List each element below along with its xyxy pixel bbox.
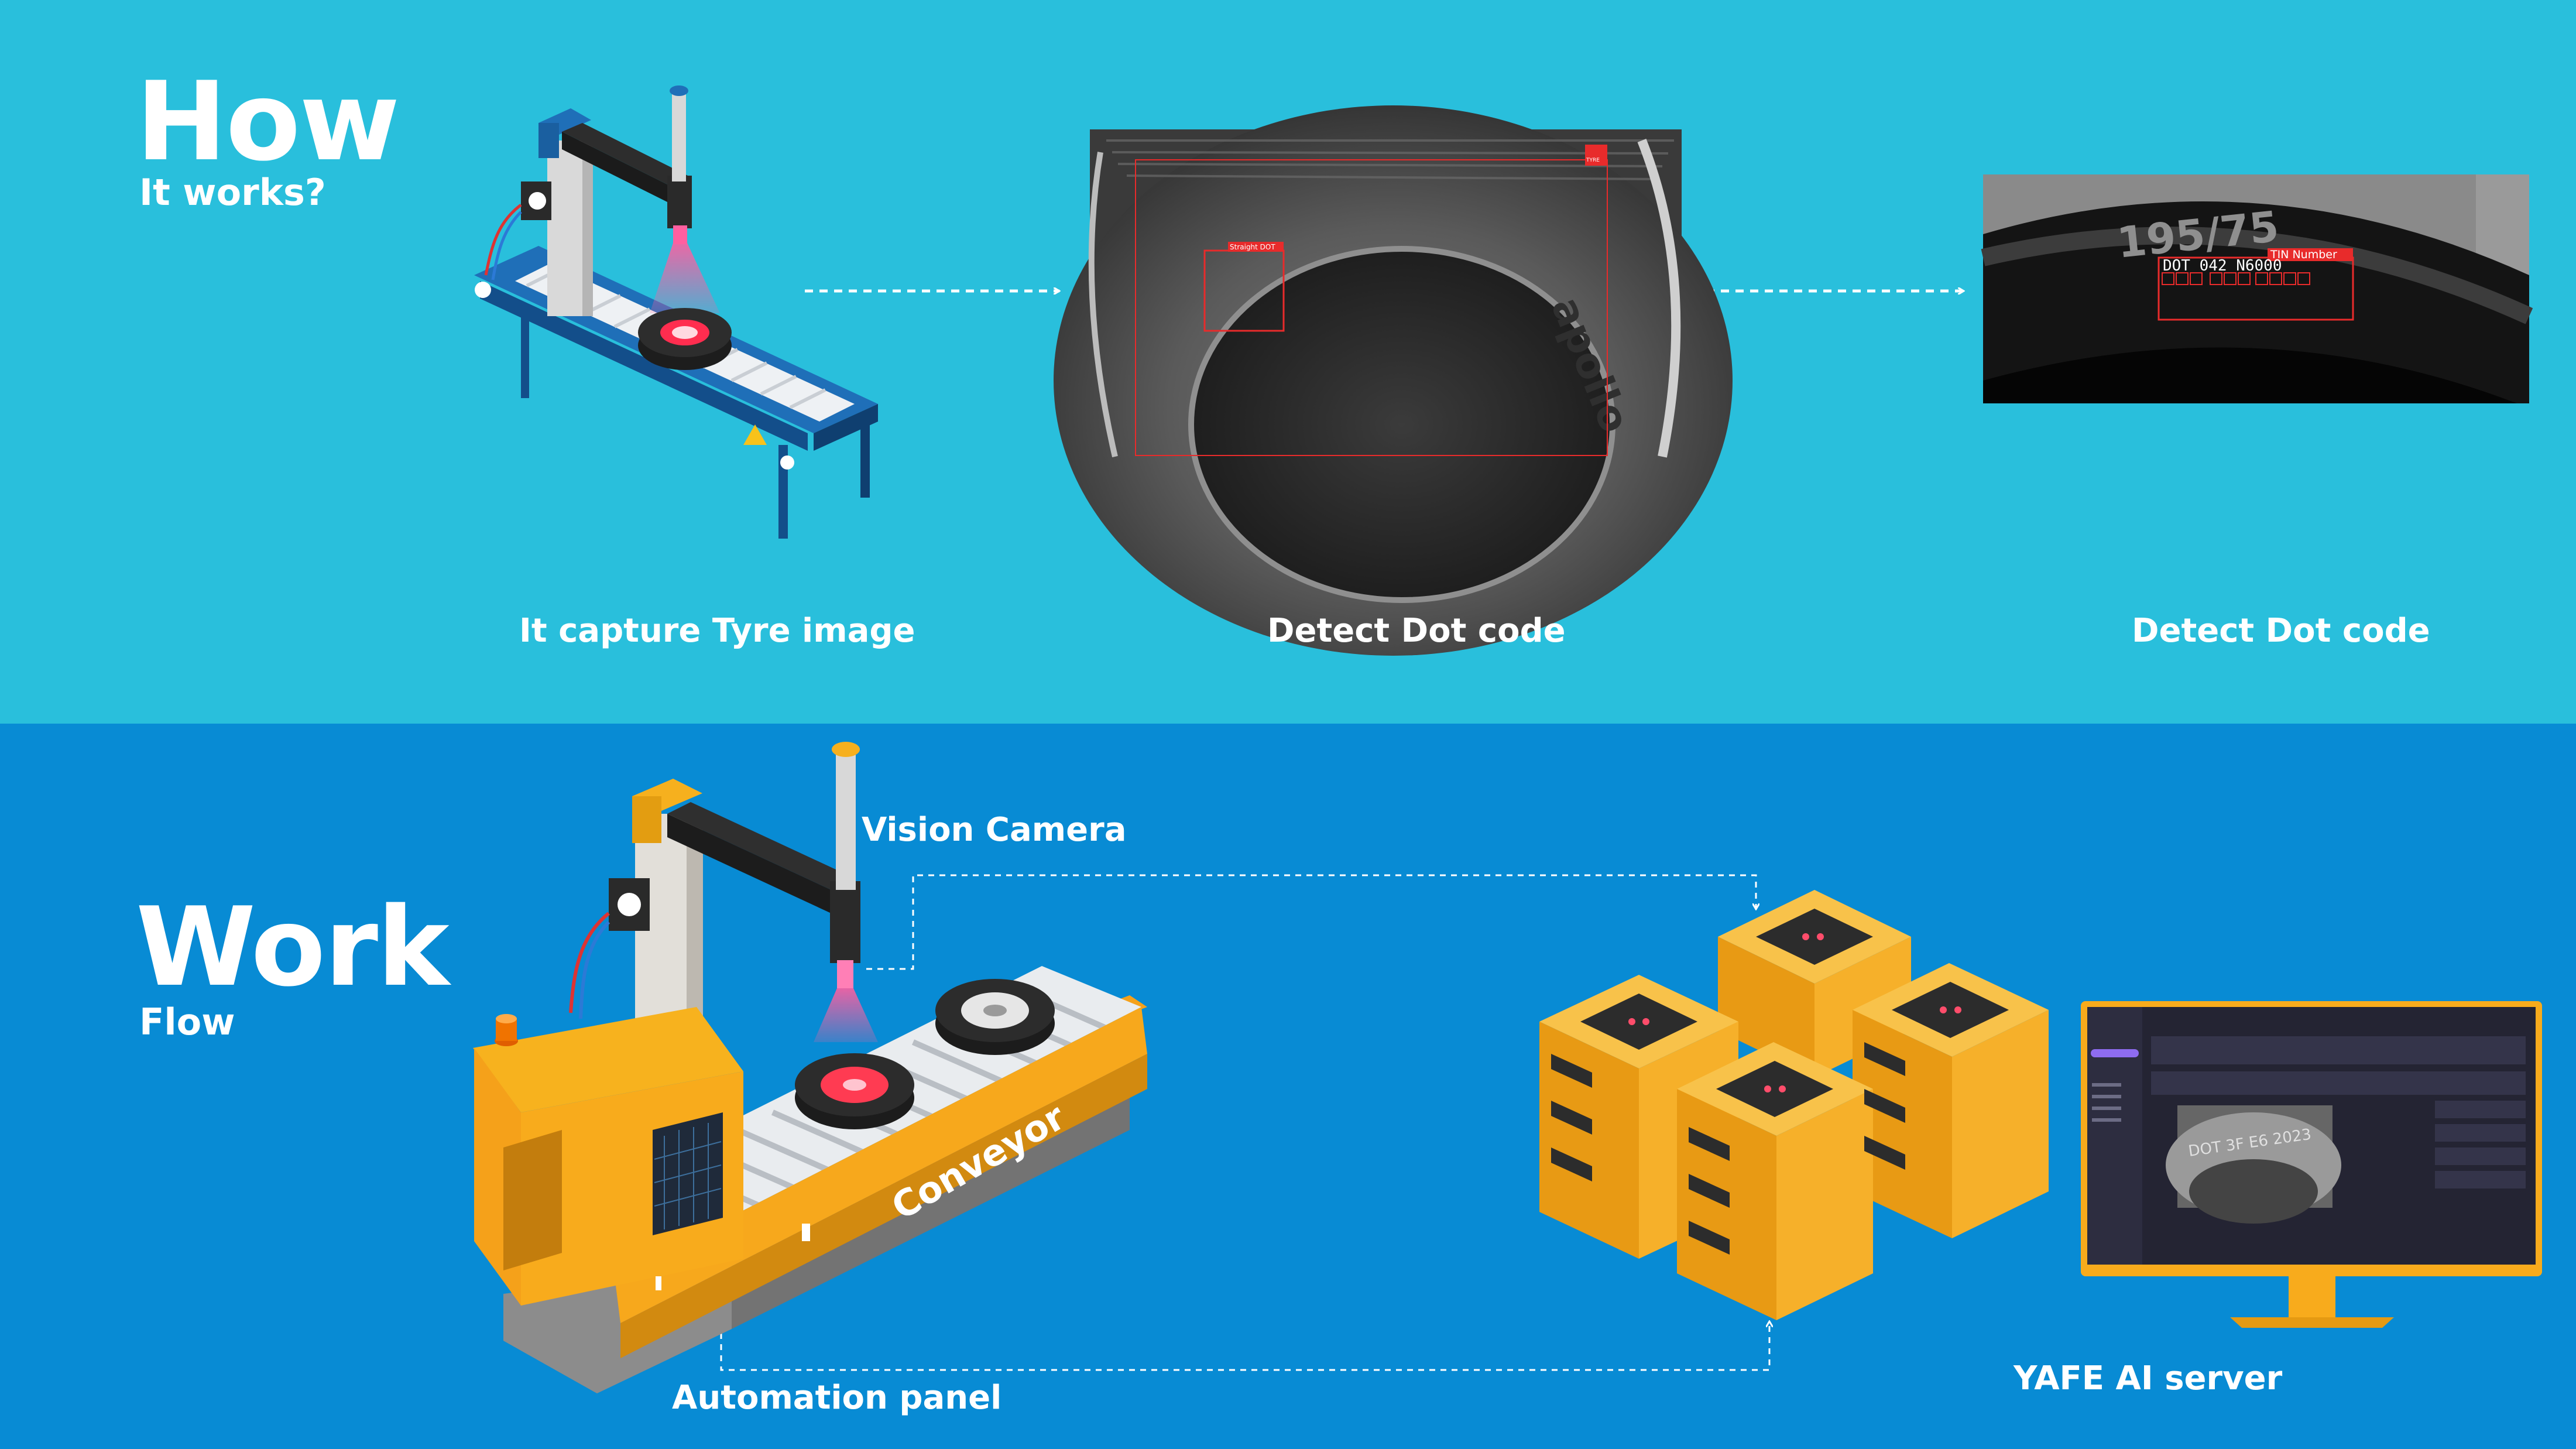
- tyre-corner-tag: TYRE: [1586, 157, 1600, 163]
- step-2-caption: Detect Dot code: [1267, 612, 1566, 650]
- how-title: How: [136, 58, 400, 185]
- how-subtitle: It works?: [139, 171, 326, 214]
- work-subtitle: Flow: [139, 1001, 235, 1043]
- dashboard-monitor-illustration: DOT 3F E6 2023: [2081, 1001, 2542, 1328]
- camera-to-server-connector: [866, 874, 1756, 970]
- vision-camera-label: Vision Camera: [862, 811, 1127, 849]
- capture-machine-illustration: [474, 85, 878, 539]
- ai-server-label: YAFE AI server: [2014, 1359, 2283, 1397]
- ai-server-illustration: [1539, 890, 2049, 1320]
- step-3-caption: Detect Dot code: [2132, 612, 2430, 650]
- straight-dot-tag: Straight DOT: [1230, 243, 1275, 251]
- automation-panel-label: Automation panel: [672, 1379, 1002, 1417]
- panel-to-server-connector: [720, 1300, 1769, 1371]
- tin-number-tag: TIN Number: [2270, 248, 2337, 261]
- dot-code-text: DOT 042 N6000: [2163, 257, 2282, 275]
- conveyor-machine-illustration: Conveyor: [473, 742, 1147, 1393]
- dot-code-photo: 195/75 TIN Number DOT 042 N6000: [1981, 174, 2533, 403]
- tyre-detection-photo: apollo Straight DOT TYRE: [1054, 105, 1733, 656]
- work-title: Work: [136, 883, 450, 1010]
- step-1-caption: It capture Tyre image: [519, 612, 915, 650]
